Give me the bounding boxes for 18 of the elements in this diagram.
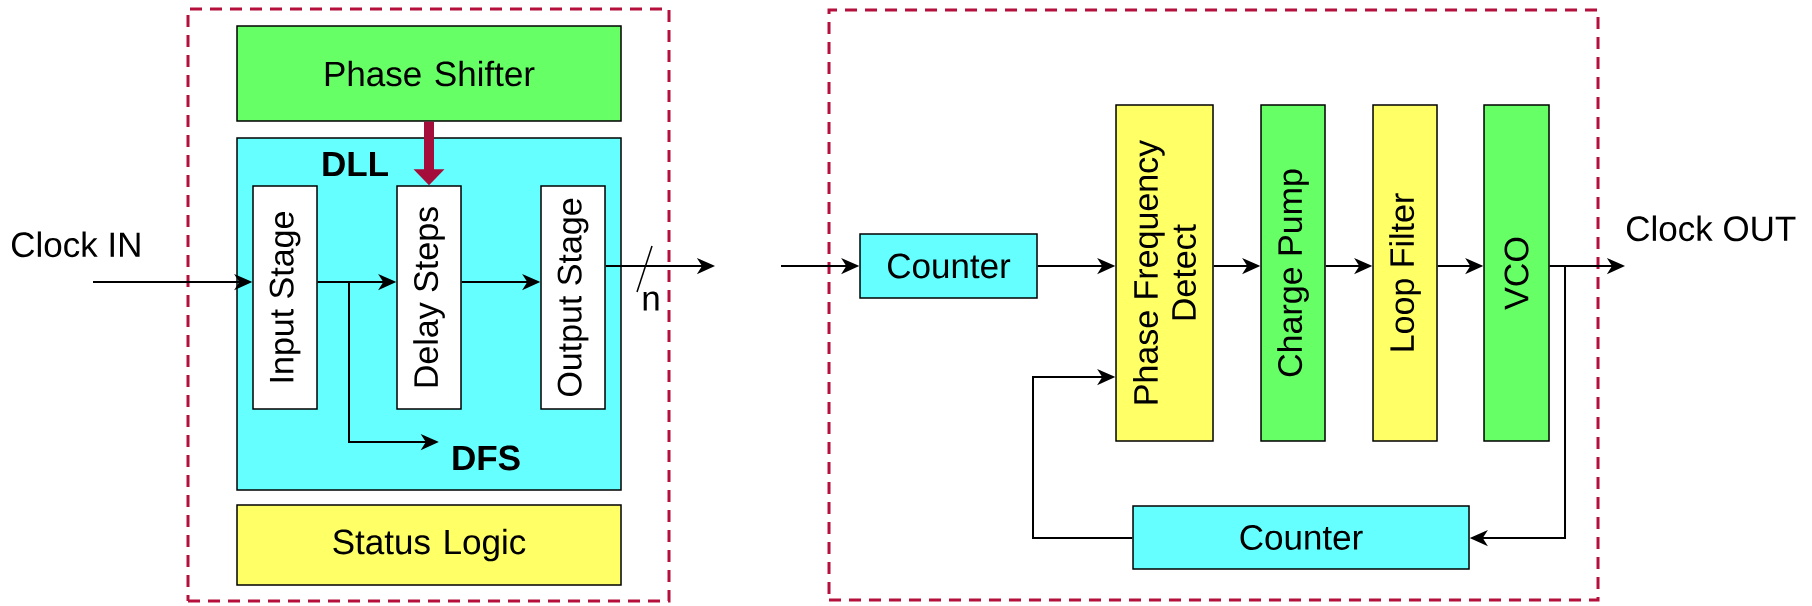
process-box: Counter: [1132, 505, 1470, 570]
process-box: Status Logic: [236, 504, 622, 586]
process-box: VCO: [1483, 104, 1550, 442]
dashed-frame: [186, 7, 671, 603]
output-label: DFS: [453, 445, 520, 471]
process-box: Phase Shifter: [236, 25, 622, 122]
process-box: Output Stage: [540, 185, 606, 410]
process-box: Loop Filter: [1372, 104, 1438, 442]
process-box: Delay Steps: [396, 185, 462, 410]
arrow: [1032, 368, 1134, 539]
process-box: Counter: [859, 233, 1038, 299]
process-box: Charge Pump: [1260, 104, 1326, 442]
dashed-frame: [827, 8, 1600, 602]
edge-label: n: [639, 289, 663, 313]
process-box: Phase Frequency Detect: [1115, 104, 1214, 442]
process-box: Input Stage: [252, 185, 318, 410]
signal-label: Clock IN: [12, 231, 140, 258]
signal-label: Clock OUT: [1627, 215, 1796, 242]
